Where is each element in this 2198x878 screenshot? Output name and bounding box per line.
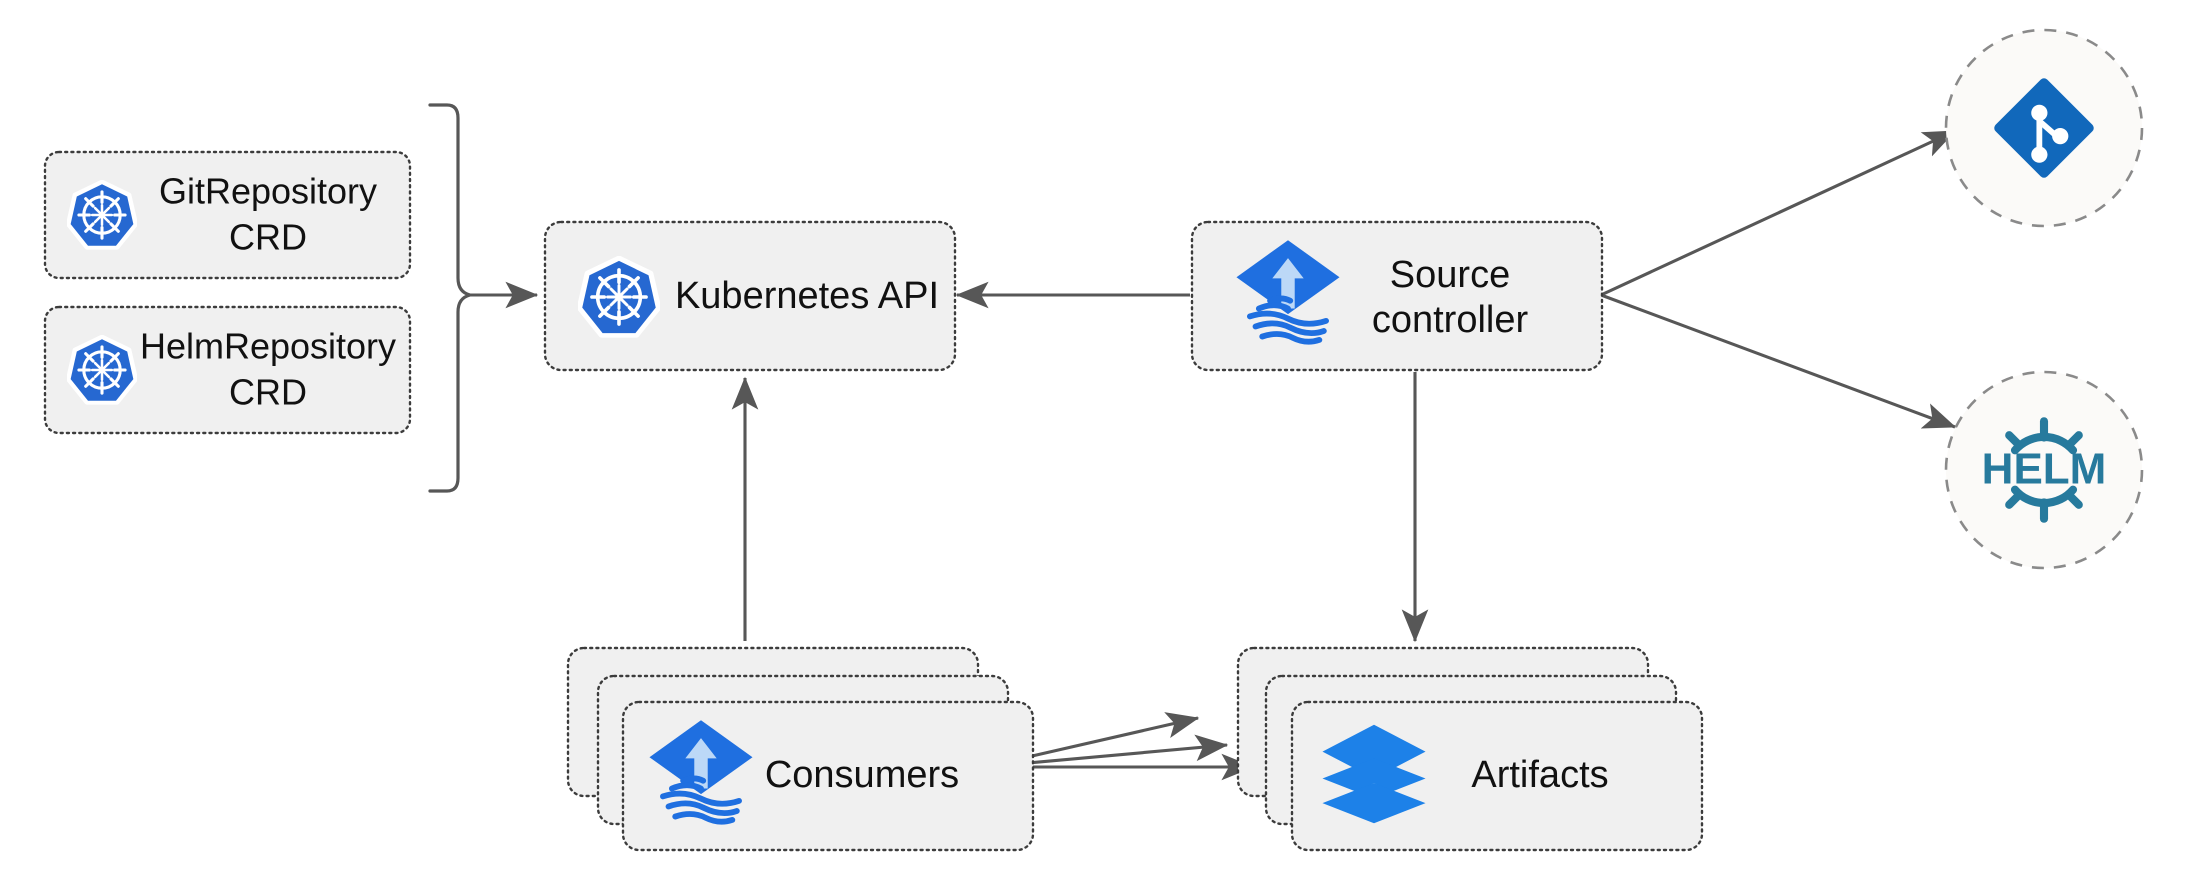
node-kubernetes-api[interactable]: Kubernetes API	[543, 220, 957, 372]
kubernetes-icon	[68, 337, 135, 402]
consumers-label: Consumers	[765, 754, 959, 796]
git-repository-crd-label-line1: GitRepository	[159, 171, 377, 212]
edge-source-controller-to-helm	[1600, 293, 1957, 429]
kubernetes-icon	[68, 182, 135, 247]
kubernetes-icon	[580, 258, 659, 334]
source-controller-label-line2: controller	[1372, 299, 1529, 341]
kubernetes-api-label: Kubernetes API	[675, 275, 939, 317]
node-helm-source[interactable]: HELM	[1944, 370, 2144, 570]
node-git-source[interactable]	[1944, 28, 2144, 228]
edge-source-controller-to-git	[1600, 129, 1957, 297]
git-repository-crd-label-line2: CRD	[229, 217, 307, 258]
helm-wordmark: HELM	[1982, 445, 2107, 494]
crd-group-brace	[428, 103, 471, 493]
node-helm-repository-crd[interactable]: HelmRepository CRD	[43, 305, 412, 435]
artifacts-label: Artifacts	[1471, 754, 1608, 796]
node-artifacts[interactable]: Artifacts	[1236, 646, 1704, 852]
source-controller-label-line1: Source	[1390, 254, 1510, 296]
node-consumers[interactable]: Consumers	[566, 646, 1035, 852]
node-git-repository-crd[interactable]: GitRepository CRD	[43, 150, 412, 280]
helm-repository-crd-label-line2: CRD	[229, 372, 307, 413]
helm-repository-crd-label-line1: HelmRepository	[140, 326, 396, 367]
node-source-controller[interactable]: Source controller	[1190, 220, 1604, 372]
